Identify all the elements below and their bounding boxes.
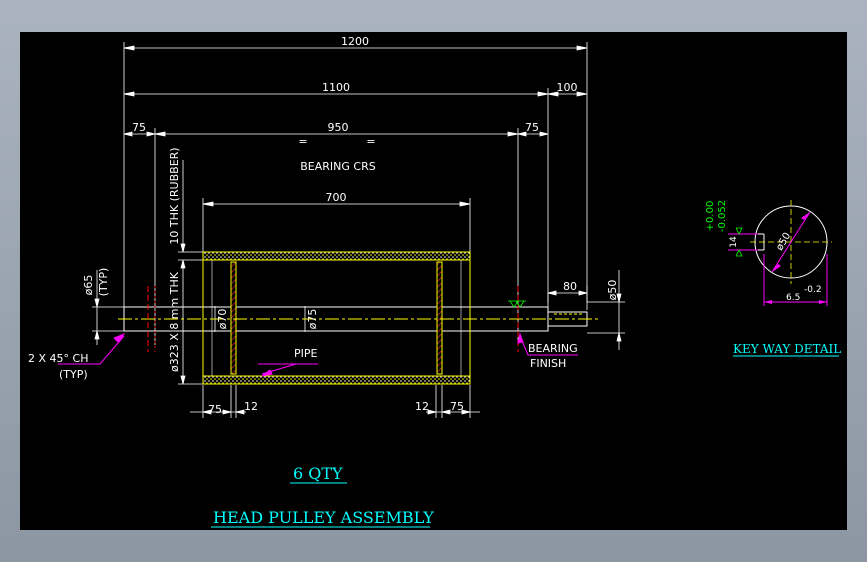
dim-hub-dia: ø70 xyxy=(216,309,229,330)
dim-rubber: 10 THK (RUBBER) xyxy=(168,147,181,244)
pipe-shell xyxy=(202,251,471,385)
label-bearing: BEARING xyxy=(528,342,578,355)
dim-drive-dia: ø50 xyxy=(606,280,619,301)
dim-bearing-crs: BEARING CRS xyxy=(300,160,375,173)
dim-shaft-length: 1100 xyxy=(322,81,350,94)
drawing-canvas[interactable]: 1200 1100 100 75 950 = = 75 BEARING CRS … xyxy=(20,32,847,530)
dim-drive-end: 100 xyxy=(557,81,578,94)
label-chamfer: 2 X 45° CH xyxy=(28,352,88,365)
dim-shaft-dia: ø65 xyxy=(82,275,95,296)
leaders xyxy=(58,332,578,377)
keyway-depth-tol: -0.2 xyxy=(804,285,822,295)
label-chamfer-typ: (TYP) xyxy=(59,368,88,381)
keyway-detail: ø50 +0.00 -0.052 14 6.5 -0.2 KEY WAY DET… xyxy=(705,200,841,357)
dim-equal-right: = xyxy=(366,135,375,148)
keyway-title: KEY WAY DETAIL xyxy=(733,342,841,356)
assembly-title: HEAD PULLEY ASSEMBLY xyxy=(213,508,434,527)
label-pipe: PIPE xyxy=(294,347,318,360)
title-block: 6 QTY HEAD PULLEY ASSEMBLY xyxy=(211,464,434,528)
dim-bottom-left-75: 75 xyxy=(208,403,222,416)
dim-shaft-dia-typ: (TYP) xyxy=(97,268,110,297)
label-finish: FINISH xyxy=(530,357,566,370)
dim-pipe-length: 700 xyxy=(326,191,347,204)
dim-right-end: 75 xyxy=(525,121,539,134)
keyway-key-width: 14 xyxy=(729,236,739,248)
keyway-tol-lower: -0.052 xyxy=(717,200,728,232)
dim-bearing-centers: 950 xyxy=(328,121,349,134)
dim-bottom-right-12: 12 xyxy=(415,400,429,413)
dimension-lines xyxy=(94,45,622,415)
finish-symbol xyxy=(508,300,526,308)
keyway-tol-upper: +0.00 xyxy=(705,201,716,232)
extension-lines xyxy=(92,42,625,418)
dim-drive-length: 80 xyxy=(563,280,577,293)
dim-bottom-left-12: 12 xyxy=(244,400,258,413)
qty-title: 6 QTY xyxy=(293,464,343,483)
dim-shaft-center-dia: ø75 xyxy=(306,309,319,330)
drawing-svg: 1200 1100 100 75 950 = = 75 BEARING CRS … xyxy=(28,35,841,528)
dim-left-end: 75 xyxy=(132,121,146,134)
dim-bottom-right-75: 75 xyxy=(450,400,464,413)
dim-pipe-od: ø323 X 8 mm THK xyxy=(168,271,181,372)
dim-equal-left: = xyxy=(298,135,307,148)
keyway-depth: 6.5 xyxy=(786,293,800,303)
dim-overall: 1200 xyxy=(341,35,369,48)
